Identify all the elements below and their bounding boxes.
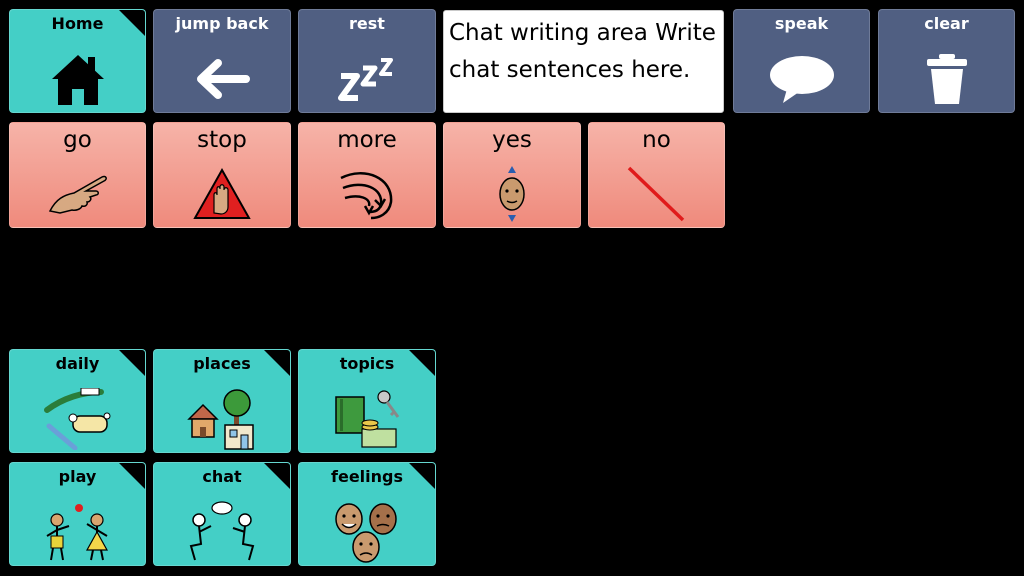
jump-back-button[interactable]: jump back <box>153 9 291 113</box>
pointing-hand-icon <box>10 161 145 227</box>
jump-back-label: jump back <box>175 14 269 33</box>
daily-label: daily <box>55 354 100 373</box>
zzz-icon <box>299 46 435 112</box>
arrow-left-icon <box>154 46 290 112</box>
topics-button[interactable]: topics <box>298 349 436 453</box>
clear-label: clear <box>924 14 969 33</box>
home-label: Home <box>51 14 104 33</box>
red-line-icon <box>589 161 724 227</box>
speak-button[interactable]: speak <box>733 9 870 113</box>
folder-corner <box>409 463 435 489</box>
toothbrush-soap-icon <box>10 386 145 452</box>
faces-icon <box>299 499 435 565</box>
book-key-money-icon <box>299 386 435 452</box>
places-label: places <box>193 354 251 373</box>
go-button[interactable]: go <box>9 122 146 228</box>
chat-writing-area[interactable]: Chat writing area Write chat sentences h… <box>443 10 724 113</box>
more-label: more <box>337 127 397 153</box>
clear-button[interactable]: clear <box>878 9 1015 113</box>
folder-corner <box>409 350 435 376</box>
people-talking-icon <box>154 499 290 565</box>
folder-corner <box>119 350 145 376</box>
speak-label: speak <box>774 14 829 33</box>
chat-button[interactable]: chat <box>153 462 291 566</box>
stop-hand-icon <box>154 161 290 227</box>
speech-bubble-icon <box>734 46 869 112</box>
trash-icon <box>879 46 1014 112</box>
folder-corner <box>264 463 290 489</box>
home-icon <box>10 46 145 112</box>
folder-corner <box>119 463 145 489</box>
chat-label: chat <box>202 467 242 486</box>
daily-button[interactable]: daily <box>9 349 146 453</box>
house-tree-icon <box>154 386 290 452</box>
children-playing-ball-icon <box>10 499 145 565</box>
more-button[interactable]: more <box>298 122 436 228</box>
folder-corner <box>119 10 145 36</box>
stop-button[interactable]: stop <box>153 122 291 228</box>
yes-label: yes <box>492 127 532 153</box>
home-button[interactable]: Home <box>9 9 146 113</box>
nodding-face-icon <box>444 161 580 227</box>
folder-corner <box>264 350 290 376</box>
more-arrows-icon <box>299 161 435 227</box>
rest-button[interactable]: rest <box>298 9 436 113</box>
no-label: no <box>642 127 671 153</box>
rest-label: rest <box>349 14 385 33</box>
feelings-label: feelings <box>331 467 403 486</box>
stop-label: stop <box>197 127 247 153</box>
go-label: go <box>63 127 92 153</box>
feelings-button[interactable]: feelings <box>298 462 436 566</box>
places-button[interactable]: places <box>153 349 291 453</box>
yes-button[interactable]: yes <box>443 122 581 228</box>
play-button[interactable]: play <box>9 462 146 566</box>
no-button[interactable]: no <box>588 122 725 228</box>
topics-label: topics <box>339 354 395 373</box>
play-label: play <box>58 467 97 486</box>
